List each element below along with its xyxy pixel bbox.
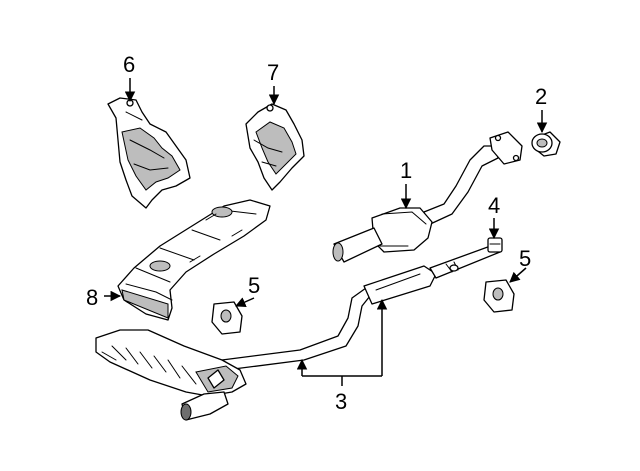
intermediate-pipe-resonator [221,243,501,371]
callout-2: 2 [535,84,547,109]
seal-ring [531,131,561,157]
muffler-tailpipe [95,329,247,421]
heat-shield-lower [117,199,271,321]
heat-shield-upper-right [245,103,305,191]
callout-4: 4 [488,193,500,218]
callout-6: 6 [123,52,135,77]
callout-8: 8 [86,285,98,310]
catalytic-converter-front-pipe [332,131,523,263]
hanger-insulator-right [483,279,515,313]
callout-5-left: 5 [248,273,260,298]
heat-shield-upper-left [107,97,191,209]
leader-lines [104,78,548,386]
clamp [487,237,503,253]
callout-3: 3 [335,389,347,414]
callout-1: 1 [400,158,412,183]
hanger-insulator-left [211,301,243,335]
callout-7: 7 [267,60,279,85]
callout-5-right: 5 [519,246,531,271]
